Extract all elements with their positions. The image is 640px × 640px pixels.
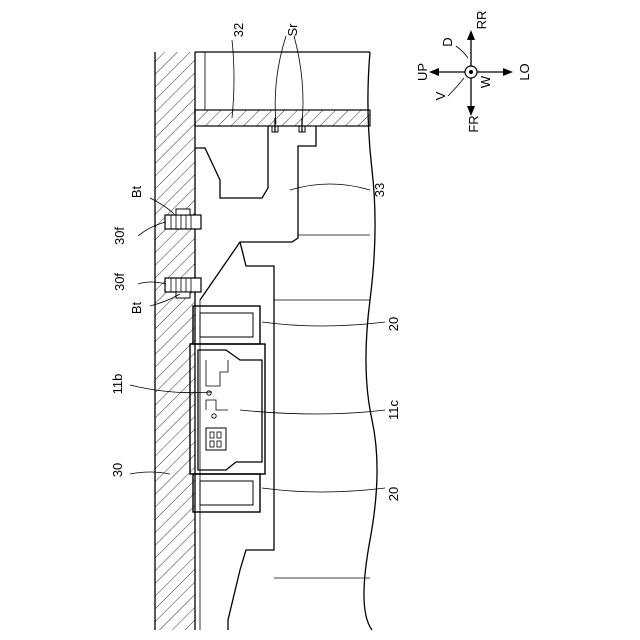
axis-v: V <box>433 91 448 100</box>
axis-lo: LO <box>517 63 532 80</box>
label-11b: 11b <box>110 374 125 395</box>
connector-11 <box>190 344 265 474</box>
bracket-32 <box>195 110 370 126</box>
axis-w: W <box>478 75 493 88</box>
label-20-upper: 20 <box>386 317 401 331</box>
label-30: 30 <box>110 463 125 477</box>
wall-section-30 <box>155 52 195 630</box>
axis-fr: FR <box>466 115 481 132</box>
label-bt-upper: Bt <box>129 185 144 198</box>
part-33-body <box>195 126 370 300</box>
axis-rr: RR <box>474 11 489 30</box>
frame-outline <box>195 52 377 630</box>
part-20-upper <box>193 306 260 344</box>
label-20-lower: 20 <box>386 487 401 501</box>
label-sr: Sr <box>285 23 300 37</box>
label-33: 33 <box>372 183 387 197</box>
label-11c: 11c <box>386 400 401 420</box>
part-20-lower <box>193 474 260 512</box>
label-30f-lower: 30f <box>112 273 127 291</box>
axis-d: D <box>440 37 455 46</box>
axis-up: UP <box>415 63 430 81</box>
labels: 32 Sr 33 Bt 30f 30f Bt 20 11b 11c 30 20 <box>110 23 401 501</box>
label-bt-lower: Bt <box>129 301 144 314</box>
label-30f-upper: 30f <box>112 227 127 245</box>
label-32: 32 <box>231 23 246 37</box>
